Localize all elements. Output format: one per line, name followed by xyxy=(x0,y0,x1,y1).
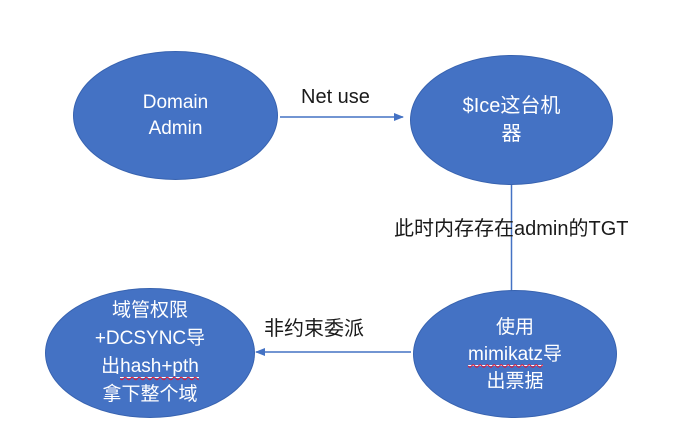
node-mimikatz-export-text: 使用 mimikatz导 出票据 xyxy=(414,314,616,395)
node-line: 导 xyxy=(542,343,562,365)
node-ice-machine-text: $Ice这台机 器 xyxy=(411,92,612,148)
edge-label-tgt-memory: 此时内存存在admin的TGT xyxy=(394,218,629,240)
node-domain-admin: Domain Admin xyxy=(73,51,278,180)
misspelled-word-mimikatz: mimikatz xyxy=(468,343,543,366)
node-line: 使用 xyxy=(495,316,534,338)
misspelled-word-hash-pth: hash+pth xyxy=(120,356,199,378)
node-domain-takeover-text: 域管权限 +DCSYNC导 出hash+pth 拿下整个域 xyxy=(46,297,254,409)
node-line: 域管权限 xyxy=(111,300,188,321)
node-line: +DCSYNC导 xyxy=(94,328,206,349)
node-line: $Ice这台机 xyxy=(462,95,561,117)
edge-label-net-use: Net use xyxy=(301,86,370,108)
node-mimikatz-export: 使用 mimikatz导 出票据 xyxy=(413,290,617,418)
node-line: 出票据 xyxy=(486,370,544,392)
node-line: Domain xyxy=(142,91,209,113)
node-line: 拿下整个域 xyxy=(102,384,198,405)
node-line: Admin xyxy=(148,117,203,139)
node-domain-takeover: 域管权限 +DCSYNC导 出hash+pth 拿下整个域 xyxy=(45,288,255,418)
node-line: 器 xyxy=(501,123,522,145)
node-line: 出 xyxy=(101,356,121,377)
node-ice-machine: $Ice这台机 器 xyxy=(410,55,613,185)
node-domain-admin-text: Domain Admin xyxy=(74,90,277,142)
edge-label-unconstrained-delegation: 非约束委派 xyxy=(264,318,364,340)
